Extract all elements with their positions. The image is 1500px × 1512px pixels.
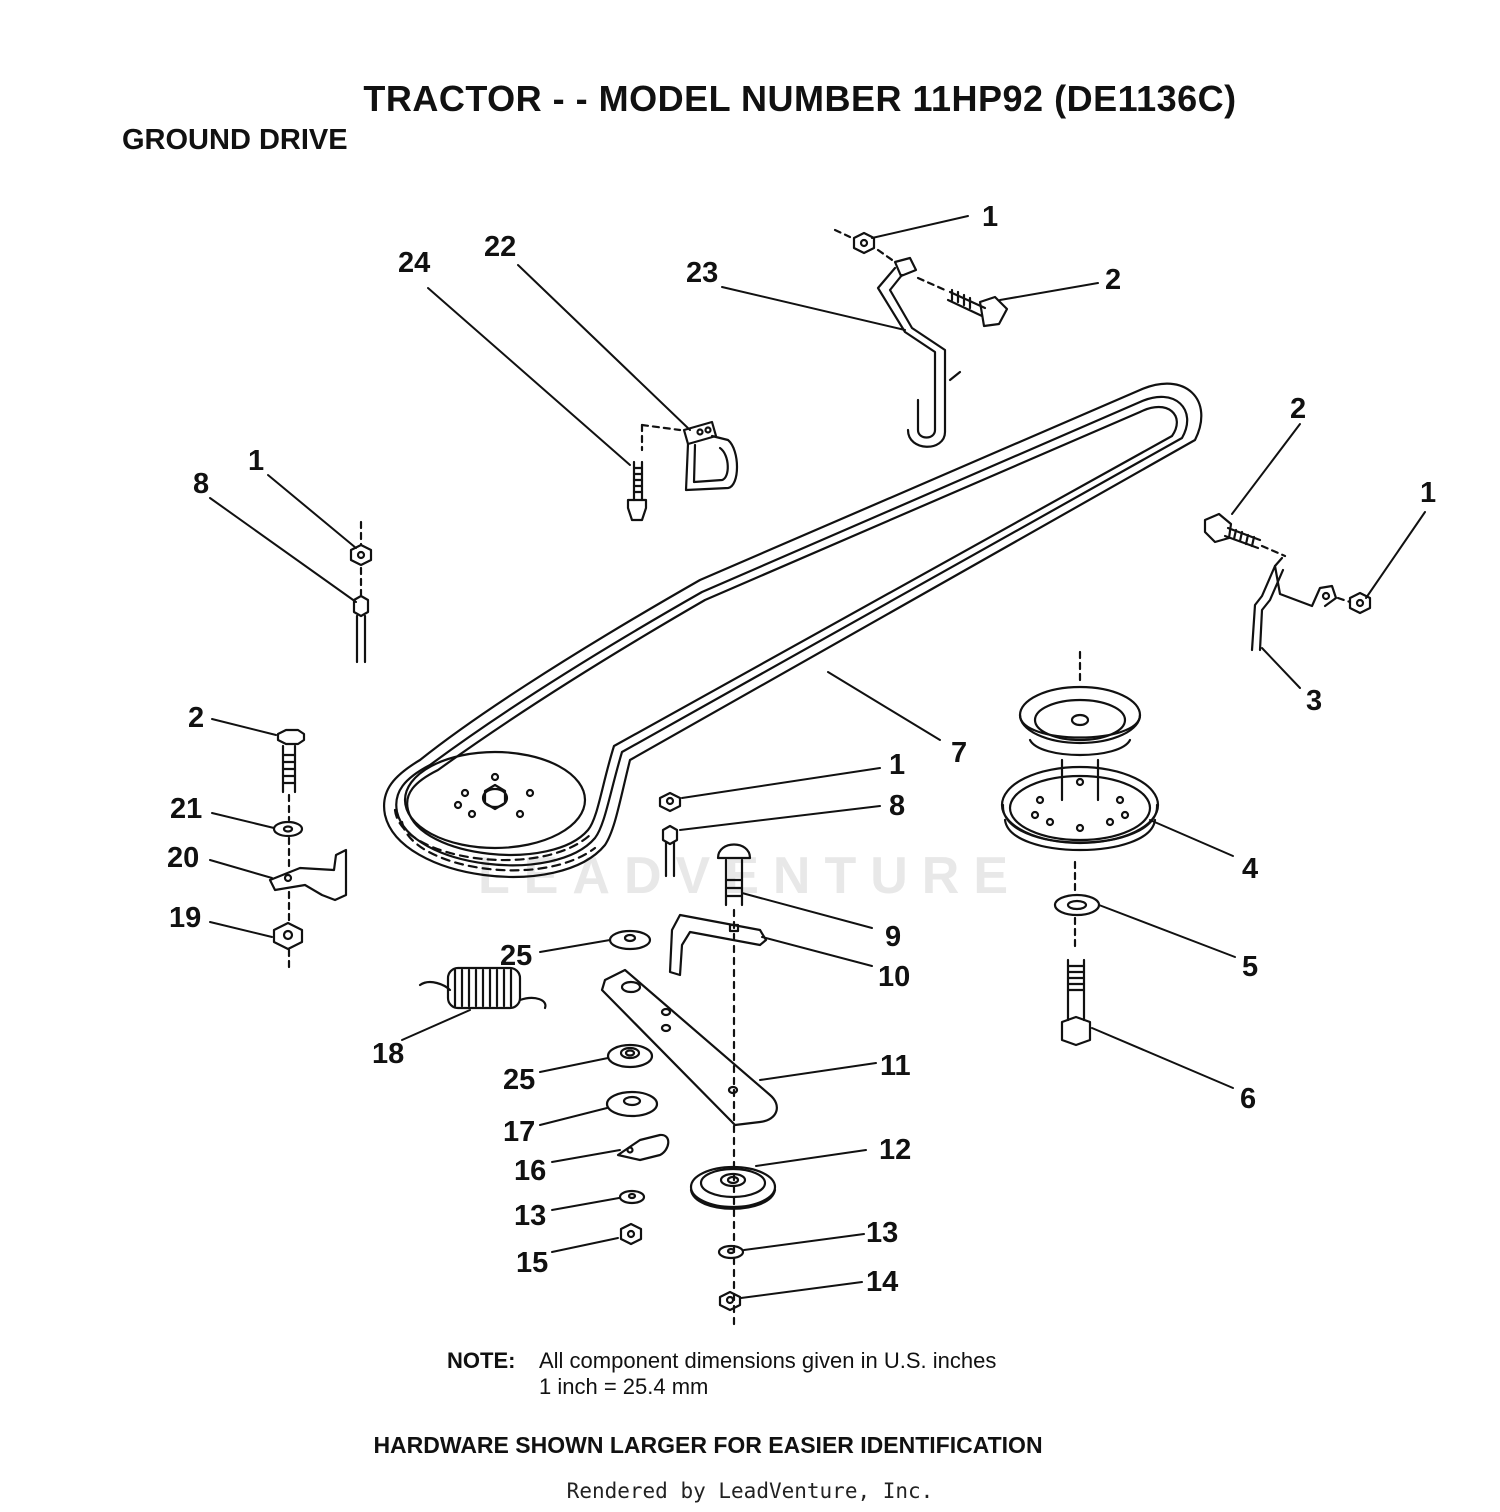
belt-part-7	[382, 382, 1203, 879]
callout-18: 18	[372, 1038, 404, 1070]
callout-10: 10	[878, 961, 910, 993]
note-label: NOTE:	[447, 1348, 516, 1373]
nut-part-14	[718, 1290, 742, 1312]
callout-2-right: 2	[1290, 393, 1306, 425]
nut-part-15	[619, 1222, 643, 1246]
idler-arm-part-11	[600, 968, 778, 1127]
callout-13-left: 13	[514, 1200, 546, 1232]
callout-15: 15	[516, 1247, 548, 1279]
callout-20: 20	[167, 842, 199, 874]
callout-3: 3	[1306, 685, 1322, 717]
idler-bracket-part-10	[668, 913, 768, 977]
callout-12: 12	[879, 1134, 911, 1166]
callout-24: 24	[398, 247, 430, 279]
stud-part-8-center	[661, 824, 679, 878]
callout-1-top: 1	[982, 201, 998, 233]
nut-part-1-center	[658, 791, 682, 813]
callout-13-right: 13	[866, 1217, 898, 1249]
engine-pulley	[403, 750, 587, 850]
spacer-part-25-top	[608, 929, 652, 951]
bolt-part-6	[1060, 958, 1092, 1047]
nut-part-1-top	[833, 228, 897, 264]
callout-4: 4	[1242, 853, 1258, 885]
callout-19: 19	[169, 902, 201, 934]
spacer-part-25-bottom	[606, 1043, 654, 1069]
nut-part-1-left	[349, 520, 373, 597]
belt-guide-part-3	[1250, 556, 1352, 652]
idler-pulley-part-12	[689, 1165, 777, 1210]
leader-lines	[209, 215, 1426, 1299]
washer-part-21	[272, 820, 304, 870]
callout-25-top: 25	[500, 940, 532, 972]
page-title: TRACTOR - - MODEL NUMBER 11HP92 (DE1136C…	[363, 78, 1237, 119]
callout-1-left: 1	[248, 445, 264, 477]
callout-2-top: 2	[1105, 264, 1121, 296]
hardware-note: HARDWARE SHOWN LARGER FOR EASIER IDENTIF…	[373, 1432, 1043, 1458]
rendered-by-credit: Rendered by LeadVenture, Inc.	[566, 1479, 934, 1503]
note-line-1: All component dimensions given in U.S. i…	[539, 1348, 997, 1373]
callout-1-center: 1	[889, 749, 905, 781]
callout-5: 5	[1242, 951, 1258, 983]
note-line-2: 1 inch = 25.4 mm	[539, 1374, 709, 1399]
carriage-bolt-part-9	[716, 843, 752, 1332]
washer-part-13-right	[717, 1244, 745, 1260]
clip-part-16	[616, 1133, 670, 1162]
callout-25-bottom: 25	[503, 1064, 535, 1096]
callout-labels: 1 2 23 22 24 1 8 2 1 3 7 2 1 8 4 21 20 1…	[167, 201, 1436, 1298]
belt-guide-part-22	[640, 420, 739, 492]
callout-8-left: 8	[193, 468, 209, 500]
callout-22: 22	[484, 231, 516, 263]
callout-11: 11	[880, 1050, 911, 1082]
bolt-part-24	[626, 460, 648, 522]
callout-16: 16	[514, 1155, 546, 1187]
washer-part-13-left	[618, 1189, 646, 1205]
callout-21: 21	[170, 793, 202, 825]
callout-23: 23	[686, 257, 718, 289]
belt-guide-part-23	[876, 256, 962, 448]
callout-17: 17	[503, 1116, 535, 1148]
callout-14: 14	[866, 1266, 898, 1298]
callout-7: 7	[951, 737, 967, 769]
callout-9: 9	[885, 921, 901, 953]
washer-part-17	[605, 1090, 659, 1118]
callout-1-right: 1	[1420, 477, 1436, 509]
stud-part-8-left	[352, 594, 370, 664]
nut-part-1-right	[1348, 591, 1372, 615]
dimensions-note: NOTE: All component dimensions given in U…	[447, 1348, 996, 1400]
callout-6: 6	[1240, 1083, 1256, 1115]
callout-2-left: 2	[188, 702, 204, 734]
nut-part-19	[272, 921, 304, 974]
bolt-part-2-left	[276, 728, 306, 822]
transmission-pulley-part-4	[1000, 650, 1160, 851]
lock-washer-part-5	[1053, 860, 1101, 952]
section-title: GROUND DRIVE	[122, 124, 348, 156]
callout-8-center: 8	[889, 790, 905, 822]
spring-part-18	[418, 966, 547, 1010]
bracket-part-20	[268, 848, 348, 922]
bolt-part-2-right	[1203, 512, 1287, 558]
bolt-part-2-top	[916, 276, 1009, 328]
